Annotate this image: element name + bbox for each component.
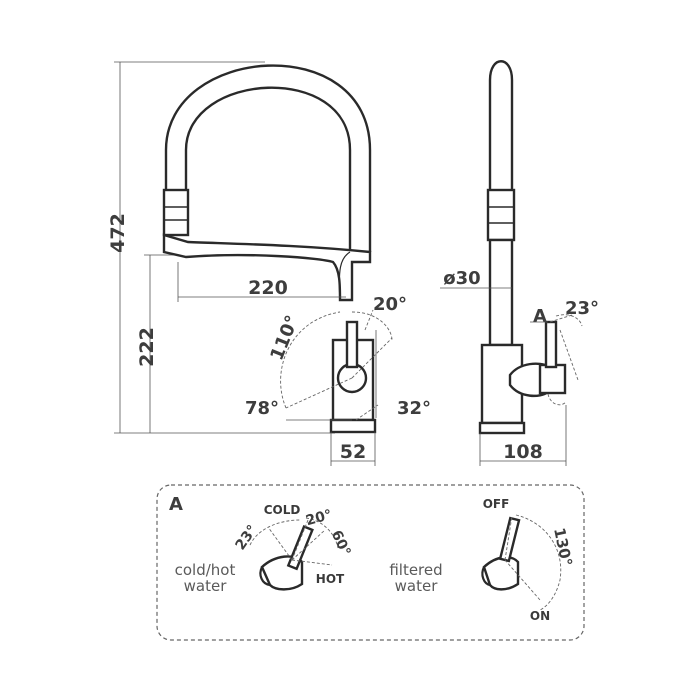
cold-hot-caption-line1: cold/hot: [175, 561, 236, 579]
side-lever-angle-label: 23°: [565, 298, 599, 319]
filtered-lever-handle: [498, 516, 521, 563]
base-height-label: 222: [136, 327, 158, 367]
side-base: [478, 421, 526, 435]
faucet-base: [329, 418, 377, 434]
filtered-caption-line2: water: [395, 577, 439, 595]
base-width-label: 52: [340, 441, 366, 463]
detail-a-marker: A: [533, 306, 547, 327]
spray-head: [162, 188, 190, 237]
swivel-angle-label: 110°: [266, 312, 303, 363]
cold-hot-angle-left: 23°: [233, 522, 261, 553]
hot-label: HOT: [316, 572, 345, 586]
side-lever-handle: [544, 320, 558, 369]
off-label: OFF: [483, 497, 510, 511]
lever-angle-left-label: 78°: [245, 398, 279, 419]
front-view: 472 222 220 110° 20° 78°: [107, 61, 431, 466]
filtered-diagram: filtered water OFF ON 130°: [389, 497, 575, 623]
detail-a-panel: A cold/hot water COLD HOT 23° 20° 60° fi…: [156, 484, 585, 641]
swivel-arc: [280, 311, 341, 409]
side-spray-head: [486, 188, 516, 242]
total-height-label: 472: [107, 213, 129, 253]
depth-label: 108: [503, 441, 543, 463]
filtered-caption-line1: filtered: [389, 561, 442, 579]
cold-hot-angle-right: 60°: [328, 528, 354, 559]
filtered-angle-label: 130°: [550, 526, 576, 568]
detail-a-title: A: [169, 494, 183, 515]
lever-handle: [345, 320, 359, 369]
spout-reach-label: 220: [248, 277, 288, 299]
diameter-label: ø30: [443, 268, 480, 289]
on-label: ON: [530, 609, 550, 623]
side-column: [488, 238, 514, 347]
cold-hot-angle-mid: 20°: [304, 507, 334, 529]
lever-angle-top-label: 20°: [373, 294, 407, 315]
cold-hot-diagram: cold/hot water COLD HOT 23° 20° 60°: [175, 503, 354, 595]
cold-hot-caption-line2: water: [184, 577, 228, 595]
side-view: ø30 A 23° 108: [440, 60, 599, 466]
detail-a-frame: [156, 484, 585, 641]
cold-label: COLD: [264, 503, 301, 517]
lever-angle-right-label: 32°: [397, 398, 431, 419]
side-spout-top: [488, 60, 514, 190]
